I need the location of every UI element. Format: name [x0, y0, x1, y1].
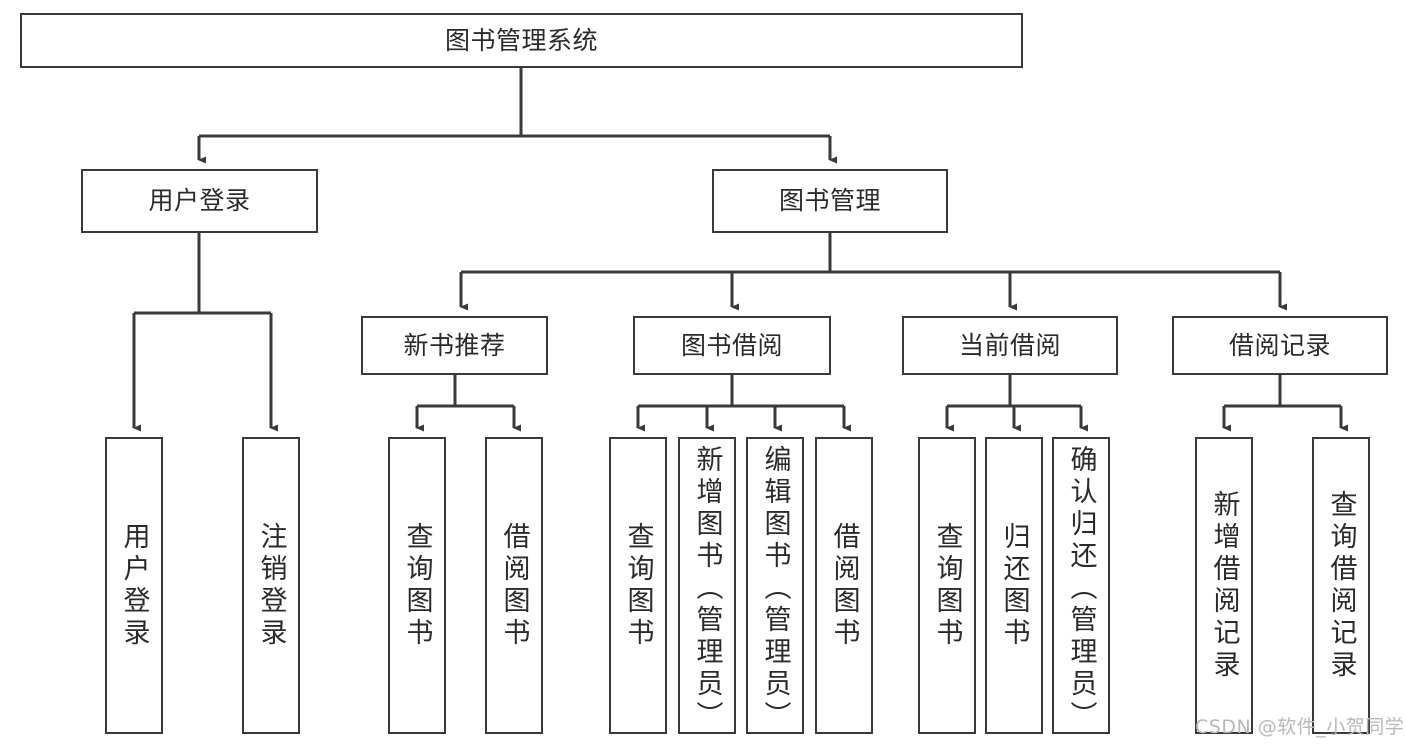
node-current-borrow[interactable]: 当前借阅 — [902, 316, 1118, 375]
node-leaf-user-login[interactable]: 用户登录 — [105, 437, 163, 734]
node-new-book-rec-label: 新书推荐 — [403, 330, 506, 360]
edges-bookmanage-to-level3 — [459, 233, 1288, 311]
node-leaf-add-book[interactable]: 新增图书（管理员） — [678, 437, 736, 734]
node-leaf-edit-book[interactable]: 编辑图书（管理员） — [746, 437, 804, 734]
edges-bookborrow-to-leaves — [636, 375, 852, 432]
node-leaf-query-book-1-label: 查询图书 — [401, 521, 433, 650]
node-leaf-query-record-label: 查询借阅记录 — [1325, 489, 1357, 682]
node-user-login-label: 用户登录 — [148, 186, 251, 215]
node-user-login[interactable]: 用户登录 — [81, 169, 318, 233]
edges-borrowrecord-to-leaves — [1222, 375, 1349, 432]
node-root[interactable]: 图书管理系统 — [20, 13, 1023, 68]
node-leaf-query-book-3[interactable]: 查询图书 — [918, 437, 976, 734]
node-root-label: 图书管理系统 — [444, 25, 598, 55]
edges-newbook-to-leaves — [415, 375, 522, 432]
node-borrow-record-label: 借阅记录 — [1228, 330, 1331, 360]
node-leaf-edit-book-label: 编辑图书（管理员） — [759, 445, 791, 733]
edges-root-to-level2 — [197, 68, 838, 164]
node-leaf-user-login-label: 用户登录 — [118, 521, 150, 650]
node-leaf-user-logout[interactable]: 注销登录 — [242, 437, 300, 734]
node-leaf-return-book-label: 归还图书 — [998, 521, 1030, 650]
node-leaf-query-book-1[interactable]: 查询图书 — [388, 437, 446, 734]
node-leaf-query-book-3-label: 查询图书 — [931, 521, 963, 650]
node-book-manage[interactable]: 图书管理 — [712, 169, 948, 233]
node-leaf-confirm-return[interactable]: 确认归还（管理员） — [1052, 437, 1110, 734]
node-leaf-borrow-book-1[interactable]: 借阅图书 — [485, 437, 543, 734]
node-leaf-borrow-book-2[interactable]: 借阅图书 — [815, 437, 873, 734]
node-leaf-add-record-label: 新增借阅记录 — [1208, 489, 1240, 682]
node-leaf-user-logout-label: 注销登录 — [255, 521, 287, 650]
node-book-manage-label: 图书管理 — [778, 186, 881, 215]
node-book-borrow-label: 图书借阅 — [680, 330, 783, 360]
node-book-borrow[interactable]: 图书借阅 — [633, 316, 831, 375]
node-leaf-return-book[interactable]: 归还图书 — [985, 437, 1043, 734]
node-leaf-borrow-book-1-label: 借阅图书 — [498, 521, 530, 650]
node-leaf-query-book-2-label: 查询图书 — [622, 521, 654, 650]
node-current-borrow-label: 当前借阅 — [958, 330, 1061, 360]
node-leaf-query-record[interactable]: 查询借阅记录 — [1312, 437, 1370, 734]
node-leaf-confirm-return-label: 确认归还（管理员） — [1065, 445, 1097, 733]
node-leaf-add-record[interactable]: 新增借阅记录 — [1195, 437, 1253, 734]
node-new-book-rec[interactable]: 新书推荐 — [361, 316, 548, 375]
watermark-text: CSDN @软件_小贺同学 — [1195, 716, 1405, 738]
edges-booklogin-to-leaves — [132, 233, 279, 432]
edges-currentborrow-to-leaves — [945, 375, 1089, 432]
node-leaf-borrow-book-2-label: 借阅图书 — [828, 521, 860, 650]
node-leaf-add-book-label: 新增图书（管理员） — [691, 445, 723, 733]
node-leaf-query-book-2[interactable]: 查询图书 — [609, 437, 667, 734]
node-borrow-record[interactable]: 借阅记录 — [1172, 316, 1388, 375]
